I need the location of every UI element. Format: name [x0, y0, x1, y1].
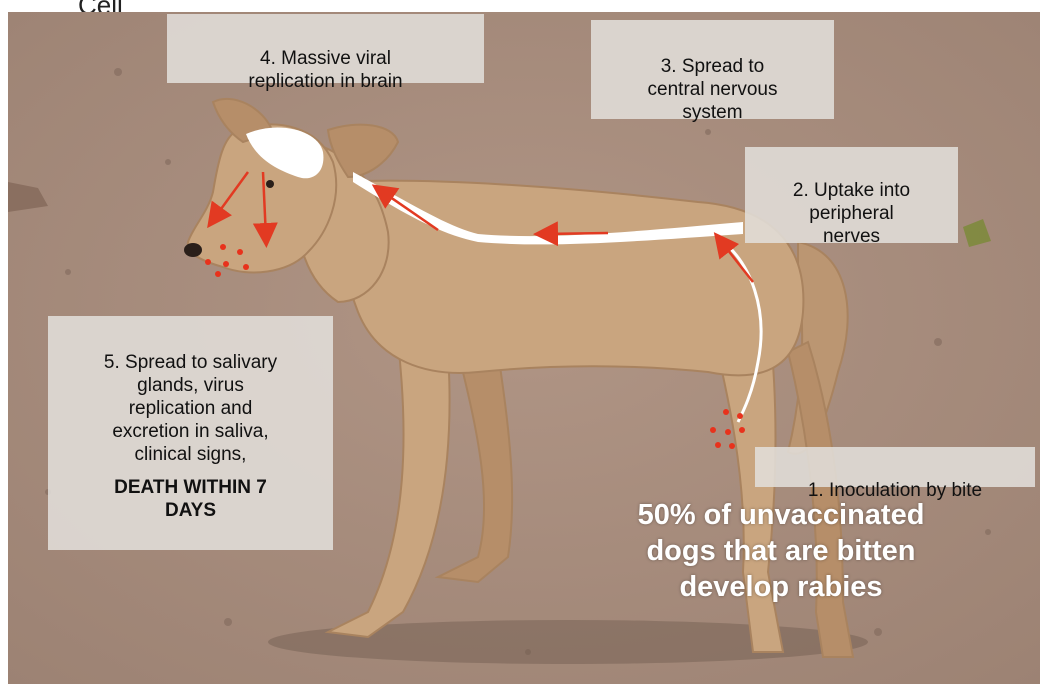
dog-nose [184, 243, 202, 257]
rabies-statistic-caption: 50% of unvaccinated dogs that are bitten… [596, 497, 966, 605]
step-3-text: 3. Spread to central nervous system [648, 56, 778, 123]
step-4-label: 4. Massive viral replication in brain [167, 14, 484, 83]
step-5-label: 5. Spread to salivary glands, virus repl… [48, 316, 333, 550]
step-1-label: 1. Inoculation by bite [755, 447, 1035, 487]
step-2-text: 2. Uptake into peripheral nerves [793, 180, 910, 247]
step-3-label: 3. Spread to central nervous system [591, 20, 834, 119]
step-2-label: 2. Uptake into peripheral nerves [745, 147, 958, 243]
step-5-death-text: DEATH WITHIN 7 DAYS [48, 476, 333, 522]
step-5-text: 5. Spread to salivary glands, virus repl… [104, 352, 277, 465]
arrow-spine-back [543, 233, 608, 234]
step-4-text: 4. Massive viral replication in brain [248, 48, 402, 92]
dog-eye [266, 180, 274, 188]
